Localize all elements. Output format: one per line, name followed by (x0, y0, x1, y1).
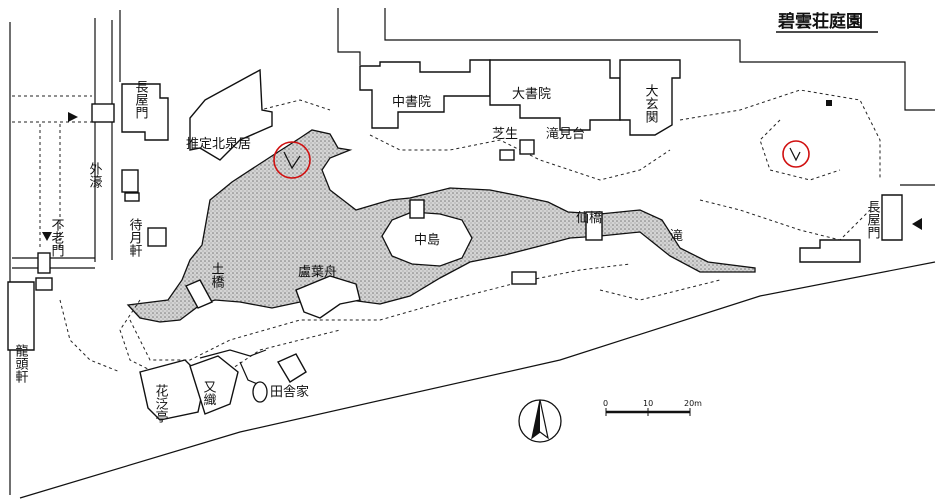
label-senkyo: 仙橋 (576, 211, 602, 226)
small-structure-shiba (499, 149, 515, 161)
small-building-2 (124, 192, 140, 202)
triangle-arrow-icon (42, 232, 52, 241)
small-structure-takimidai (519, 139, 535, 155)
scale-tick-10: 10 (643, 399, 653, 408)
machizuki-building (147, 227, 167, 247)
label-nakajima: 中島 (414, 233, 440, 248)
daigenkan-building (619, 59, 681, 136)
marker-circle-west (273, 141, 311, 179)
small-pond (252, 381, 268, 403)
label-takimidai: 滝見台 (546, 127, 585, 142)
mataori-building (189, 355, 239, 415)
east-outbuilding (799, 239, 861, 263)
map-labels: 外濠 不老門 長屋門 推定北泉居 待月軒 土橋 盧葉舟 中島 中書院 大書院 大… (13, 80, 881, 423)
label-nagayamon-west: 長屋門 (133, 80, 149, 120)
label-furomon: 不老門 (49, 218, 65, 258)
marker-pin-west (283, 151, 301, 170)
triangle-arrow-icon (68, 112, 78, 122)
marker-pin-east (789, 147, 801, 162)
label-mataori: 又織 (201, 380, 217, 407)
label-suitei-hokusenkyo: 推定北泉居 (186, 136, 251, 152)
label-kasentei: 花泛亭 (153, 383, 169, 423)
pond-side-hut (511, 271, 537, 285)
west-bridge (409, 199, 425, 219)
label-dobashi: 土橋 (209, 262, 225, 289)
dobashi-bridge (185, 279, 213, 309)
scale-bar: 0 10 20m (603, 399, 702, 416)
label-inakaya: 田舎家 (270, 384, 309, 400)
kasentei-building (139, 359, 206, 421)
outer-moat (12, 18, 115, 291)
boundary-walls (9, 8, 936, 499)
label-daigenkan: 大玄関 (643, 84, 659, 124)
scale-tick-0: 0 (603, 399, 608, 408)
label-ryutoken: 龍頭軒 (13, 343, 29, 384)
buildings (7, 59, 903, 421)
north-arrow-icon (518, 399, 562, 443)
triangle-arrow-icon (912, 218, 922, 230)
label-taki: 滝 (670, 229, 683, 244)
nakajima-island (381, 211, 473, 267)
map-title: 碧雲荘庭園 (777, 11, 863, 32)
daishoin-building (489, 59, 621, 131)
ryutoken-building (7, 281, 35, 351)
nagaya-west-building (121, 83, 169, 141)
label-chushoin: 中書院 (392, 95, 431, 110)
label-rotekishu: 盧葉舟 (298, 265, 337, 280)
label-shiba: 芝生 (492, 126, 518, 142)
small-building-1 (121, 169, 139, 193)
label-daishoin: 大書院 (512, 87, 551, 102)
label-gaibori: 外濠 (87, 162, 103, 188)
inakaya-building (276, 353, 307, 383)
hokusenkyo-building (189, 68, 273, 161)
label-nagayamon-east: 長屋門 (865, 200, 881, 240)
label-machizukiken: 待月軒 (127, 218, 143, 258)
east-gate-building (881, 194, 903, 241)
senkyo-bridge (585, 211, 603, 241)
scale-tick-20: 20m (684, 399, 702, 408)
small-square-marker (826, 100, 832, 106)
marker-circle-east (782, 140, 810, 168)
rotekishu-building (295, 275, 361, 319)
chushoin-building (359, 59, 491, 129)
